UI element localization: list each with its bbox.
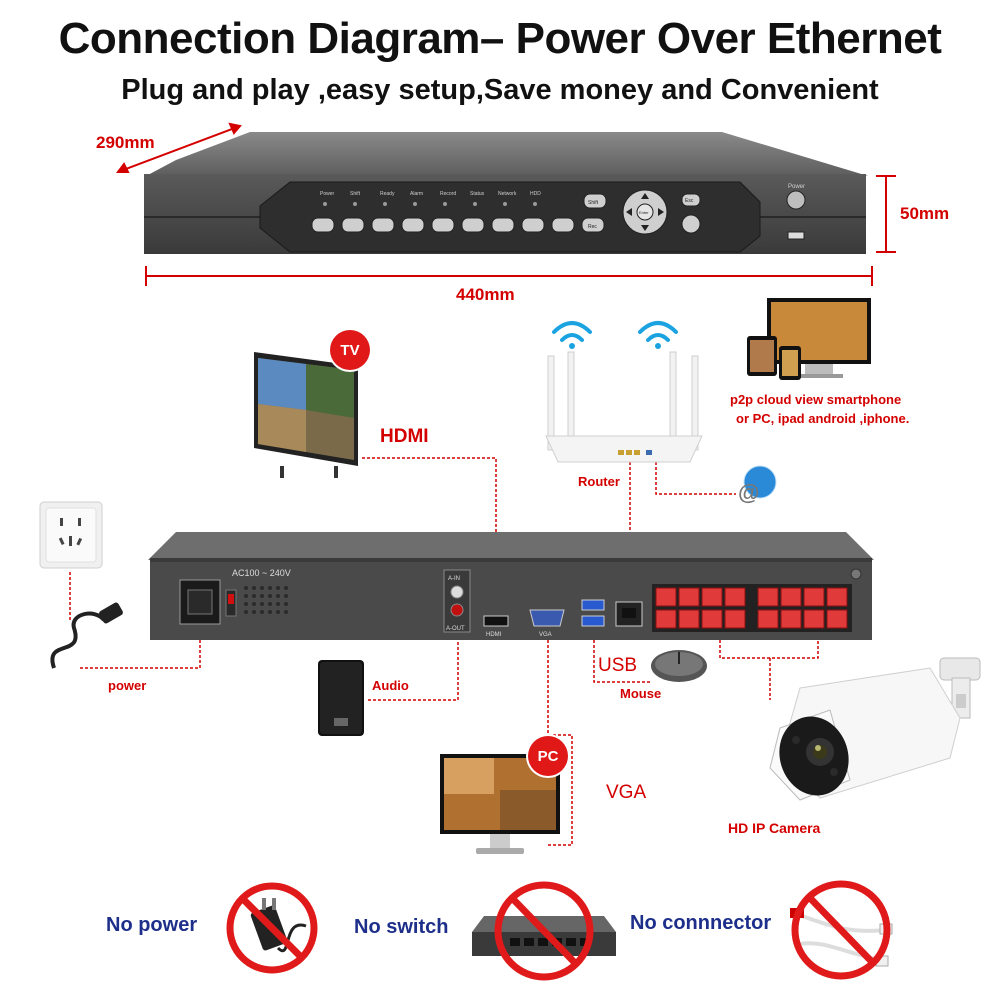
wifi-icon xyxy=(552,321,678,342)
height-dimension: 50mm xyxy=(900,204,950,223)
tv-icon xyxy=(254,352,358,478)
no-switch-label: No switch xyxy=(354,916,449,938)
esc-button-label: Esc xyxy=(685,198,694,204)
no-switch-icon xyxy=(472,881,616,981)
pc-badge: PC xyxy=(528,736,568,776)
depth-dimension: 290mm xyxy=(96,133,155,152)
hdmi-port-label: HDMI xyxy=(486,632,502,638)
jog-dial-icon xyxy=(681,214,701,234)
dimension-arrows xyxy=(116,122,896,286)
usb-port-1-icon xyxy=(581,599,605,611)
ip-camera-icon xyxy=(769,657,981,801)
usb-port-icon xyxy=(787,231,805,240)
router-label: Router xyxy=(578,474,620,489)
audio-in-label: A-IN xyxy=(448,576,460,582)
page-subtitle: Plug and play ,easy setup,Save money and… xyxy=(121,74,879,106)
tv-badge: TV xyxy=(330,330,370,370)
nvr-rear-panel: AC100 ~ 240V A-IN A-OUT HDMI VGA xyxy=(148,532,874,640)
no-connector-icon xyxy=(790,880,893,980)
no-power-adapter-icon xyxy=(226,882,318,974)
usb-label: USB xyxy=(598,655,638,676)
no-connector-label: No connnector xyxy=(630,912,772,934)
indicator-ready-label: Ready xyxy=(380,191,395,197)
p2p-line-1: p2p cloud view smartphone xyxy=(730,392,902,407)
vga-port-icon xyxy=(529,609,565,627)
audio-out-label: A-OUT xyxy=(446,626,465,632)
power-label: power xyxy=(108,678,147,693)
router-icon xyxy=(545,321,703,463)
wall-socket-icon xyxy=(39,501,103,569)
indicator-shift-label: Shift xyxy=(350,191,361,197)
page-title: Connection Diagram– Power Over Ethernet xyxy=(58,14,942,63)
mouse-icon xyxy=(651,650,707,682)
power-button-label: Power xyxy=(788,184,805,190)
power-button-icon xyxy=(786,190,806,210)
speaker-icon xyxy=(318,660,364,736)
vga-port-label: VGA xyxy=(539,632,552,638)
enter-button-label: Enter xyxy=(639,210,649,215)
p2p-line-2: or PC, ipad android ,iphone. xyxy=(736,411,910,426)
power-cable-icon xyxy=(50,602,123,669)
indicator-record-label: Record xyxy=(440,191,456,197)
internet-globe-icon: @ xyxy=(738,465,777,504)
indicator-network-label: Network xyxy=(498,191,517,197)
p2p-description: p2p cloud view smartphone or PC, ipad an… xyxy=(730,390,909,428)
no-power-label: No power xyxy=(106,914,198,936)
mouse-label: Mouse xyxy=(620,686,662,701)
vga-label: VGA xyxy=(606,782,647,803)
indicator-alarm-label: Alarm xyxy=(410,191,423,197)
camera-label: HD IP Camera xyxy=(728,820,821,836)
width-dimension: 440mm xyxy=(456,285,515,304)
indicator-power-label: Power xyxy=(320,191,335,197)
shift-button-label: Shift xyxy=(588,200,599,206)
multi-device-icon xyxy=(747,298,871,380)
hdmi-port-icon xyxy=(483,615,509,627)
hdmi-label: HDMI xyxy=(380,426,429,447)
rec-button-label: Rec xyxy=(588,224,597,230)
indicator-status-label: Status xyxy=(470,191,485,197)
usb-port-2-icon xyxy=(581,615,605,627)
ground-screw-icon xyxy=(850,568,862,580)
svg-text:@: @ xyxy=(738,480,759,504)
indicator-hdd-label: HDD xyxy=(530,191,541,197)
power-rating-label: AC100 ~ 240V xyxy=(232,568,291,578)
audio-label: Audio xyxy=(372,678,409,693)
nvr-front-panel: Power Shift Ready Alarm Record Status Ne… xyxy=(144,132,868,254)
